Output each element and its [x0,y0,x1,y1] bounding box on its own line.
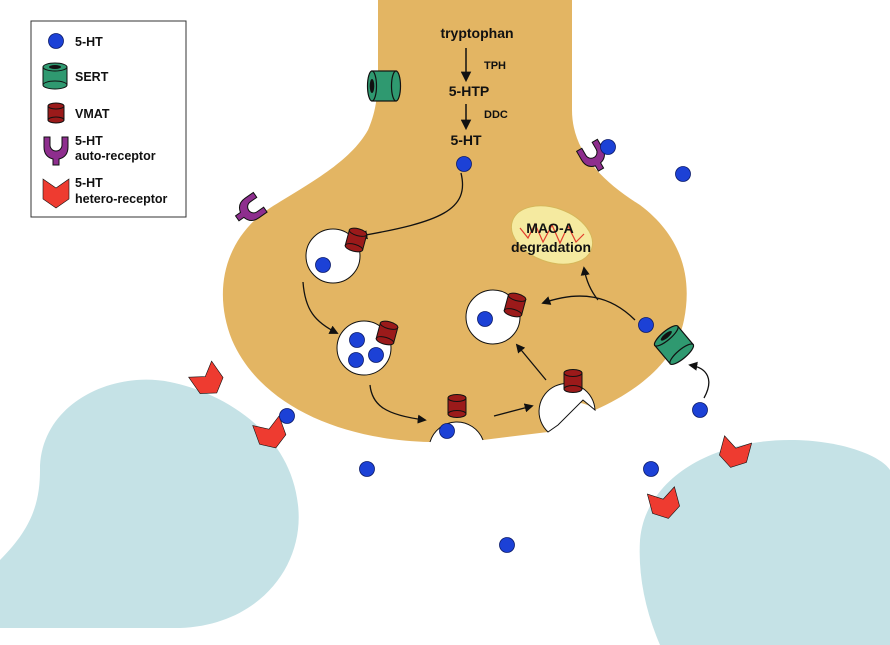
hetero-receptor-icon [188,360,224,394]
serotonin-molecule [279,408,295,424]
mitochondrion-mao [510,205,594,265]
legend-label-auto-receptor: 5-HT [75,134,103,148]
vmat-transporter-icon [344,227,368,253]
reuptake-to-mao-arrow [580,266,599,301]
mao-label-line2: degradation [511,239,591,255]
recycling-arrow [493,403,534,417]
vmat-transporter-icon [47,102,65,124]
hetero-receptor-icon [252,415,287,449]
legend-label-hetero-receptor-line2: hetero-receptor [75,192,168,206]
sert-transporter-icon [366,70,402,102]
hetero-receptor-icon [42,178,70,209]
serotonin-molecule [643,461,659,477]
presynaptic-terminal [222,0,687,442]
auto-receptor-icon [234,191,268,222]
vmat-transporter-icon [447,394,467,418]
serotonin-molecule [692,402,708,418]
vmat-transporter-icon [563,369,583,393]
tph-enzyme-label: TPH [484,60,506,72]
reuptake-arrow [688,361,710,399]
vesicle-filling-arrow [302,281,339,334]
vesicle-refill-arrow [515,343,547,381]
legend-label-hetero-receptor: 5-HT [75,176,103,190]
synthesis-to-vesicle-arrow [358,172,464,240]
serotonin-molecule [477,311,493,327]
legend-label-sert: SERT [75,70,109,84]
serotonin-molecule [600,139,616,155]
5ht-product-label: 5-HT [450,132,482,148]
postsynaptic-cell-right [639,440,890,645]
serotonin-molecule [315,257,331,273]
legend-label-vmat: VMAT [75,107,110,121]
ddc-enzyme-label: DDC [484,109,508,121]
auto-receptor-icon [43,136,69,166]
sert-transporter-icon [653,324,695,366]
serotonin-molecule [638,317,654,333]
vesicle-docking-arrow [369,384,427,424]
empty-vesicle [538,382,596,433]
hetero-receptor-icon [646,486,680,519]
vmat-transporter-icon [503,292,527,318]
serotonin-dot-icon [48,33,64,49]
serotonin-molecule [348,352,364,368]
serotonin-molecule [499,537,515,553]
legend-label-auto-receptor-line2: auto-receptor [75,149,156,163]
serotonin-molecule [359,461,375,477]
postsynaptic-cell-left [0,379,299,628]
sert-transporter-icon [42,62,68,90]
hetero-receptor-icon [719,435,753,468]
vmat-transporter-icon [375,320,399,346]
serotonin-molecule [368,347,384,363]
serotonin-dot-icon [456,156,472,172]
serotonin-molecule [349,332,365,348]
legend-label-5ht: 5-HT [75,35,103,49]
5htp-label: 5-HTP [449,83,489,99]
serotonin-molecule [439,423,455,439]
reuptake-to-vesicle-arrow [541,295,636,321]
legend: 5-HT SERT VMAT 5-HT auto-receptor 5-HT h… [30,20,187,218]
serotonin-molecule [675,166,691,182]
mao-label-line1: MAO-A [526,220,573,236]
tryptophan-label: tryptophan [440,25,513,41]
